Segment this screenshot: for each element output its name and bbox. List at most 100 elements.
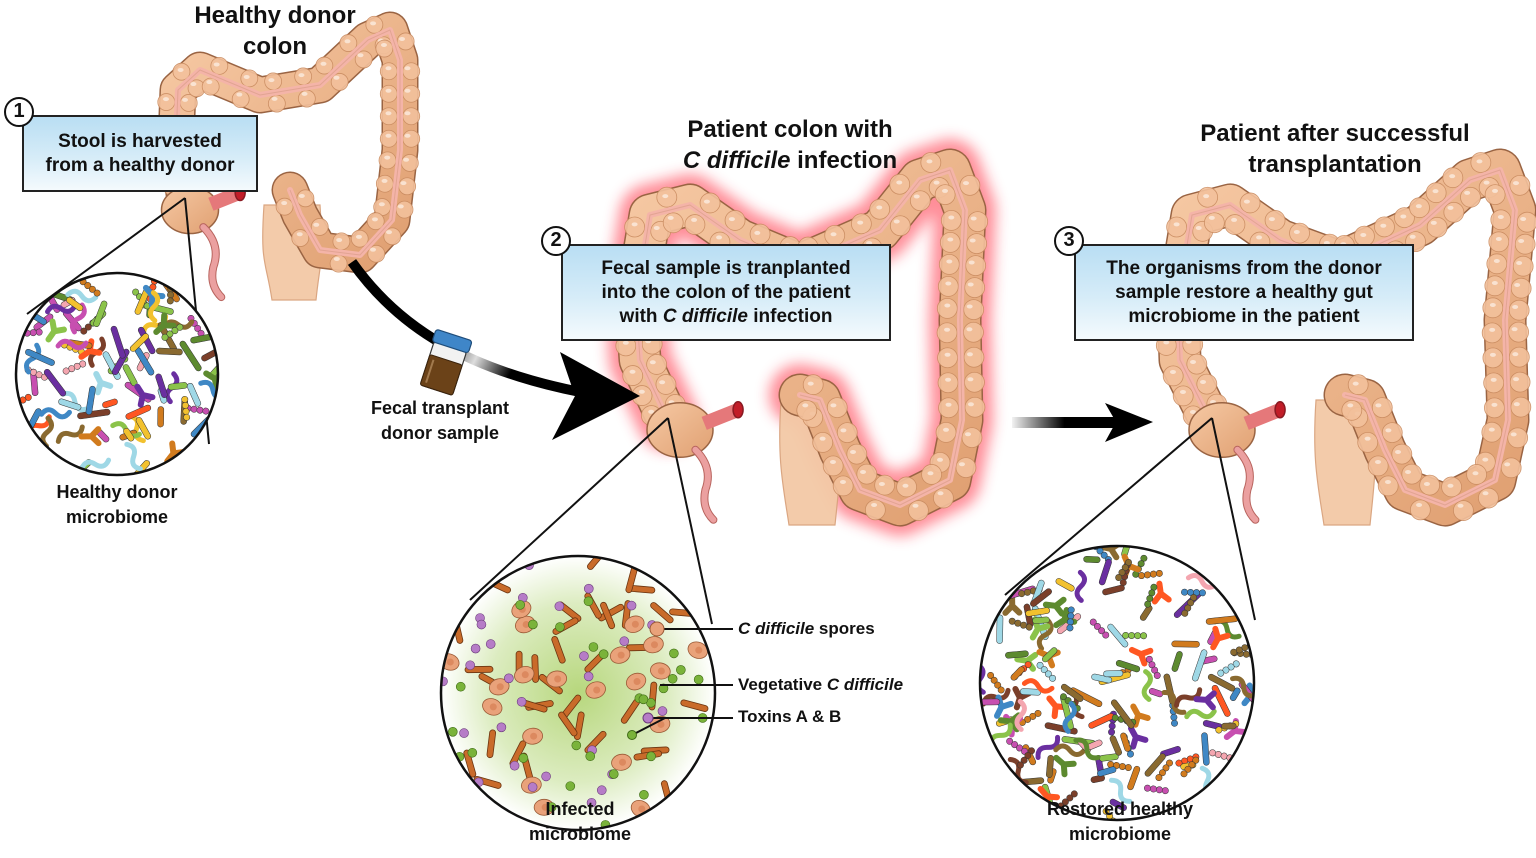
highlight: [1491, 402, 1498, 407]
microbe: [1120, 732, 1131, 752]
haustrum: [1371, 397, 1393, 418]
spore-core: [657, 667, 665, 675]
haustrum: [1172, 385, 1194, 407]
rod-bacterium: [1171, 640, 1200, 648]
highlight: [893, 219, 900, 224]
legend-vegetative: Vegetative C difficile: [738, 675, 903, 695]
rod-bacterium: [1042, 647, 1058, 663]
spiral-bacterium: [1073, 737, 1101, 761]
zoom-line: [667, 417, 713, 625]
spore-core: [530, 732, 538, 740]
haustrum: [940, 210, 962, 231]
highlight: [370, 247, 377, 252]
haustrum: [378, 151, 397, 170]
cocci-chain: [1108, 728, 1116, 736]
highlight: [236, 92, 243, 97]
haustrum: [1264, 210, 1286, 231]
microbe: [110, 325, 126, 359]
highlight: [1256, 235, 1263, 240]
microbe: [69, 302, 87, 335]
rod-bacterium: [1102, 584, 1125, 596]
microbe: [156, 347, 183, 356]
toxin-b: [555, 622, 565, 632]
highlight: [964, 432, 971, 437]
rod-bacterium: [1229, 687, 1241, 702]
microbe: [1128, 725, 1149, 750]
highlight: [896, 180, 903, 185]
highlight: [927, 471, 934, 476]
microbe: [1145, 655, 1161, 679]
cocci-chain: [29, 329, 37, 337]
donor-sample-label: Fecal transplant donor sample: [340, 396, 540, 446]
microbe: [1098, 558, 1112, 586]
rod-bacterium: [1019, 688, 1042, 696]
spore-core: [521, 671, 529, 679]
microbe: [66, 296, 84, 312]
microbe: [1005, 650, 1029, 659]
toxin-a: [586, 797, 597, 808]
y-bacterium: [78, 426, 102, 447]
highlight: [945, 377, 952, 382]
spiral-bacterium: [1184, 708, 1217, 720]
microbe: [1141, 669, 1153, 702]
cocci-chain: [1102, 631, 1110, 639]
haustrum: [1401, 463, 1423, 485]
title-line: Healthy donor: [194, 2, 356, 29]
spiral-bacterium: [1074, 569, 1088, 603]
microbe: [153, 312, 177, 335]
cocci-chain: [1181, 588, 1188, 596]
microbe: [77, 408, 111, 420]
haustrum: [1166, 216, 1188, 238]
rod: [680, 699, 709, 712]
haustrum: [1289, 222, 1310, 244]
rod-bacterium: [1060, 683, 1084, 702]
y-bacterium: [1128, 725, 1149, 750]
highlight: [1323, 240, 1330, 245]
toxin-b: [676, 665, 686, 675]
microbe: [1180, 756, 1200, 778]
haustrum: [379, 129, 398, 148]
highlight: [385, 133, 392, 138]
cocci-chain: [35, 328, 43, 336]
title-line: Patient colon with: [687, 116, 893, 143]
spore-core: [657, 720, 665, 728]
haustrum: [1490, 209, 1512, 231]
haustrum: [402, 129, 421, 148]
highlight: [1163, 340, 1170, 345]
haustrum: [749, 223, 771, 245]
microbe: [1184, 708, 1217, 720]
highlight: [839, 480, 846, 485]
haustrum: [1509, 174, 1531, 196]
rod: [463, 749, 477, 778]
infected-microbiome-label: Infected microbiome: [480, 797, 680, 847]
rod-bacterium: [1098, 558, 1112, 586]
highlight: [629, 369, 636, 374]
microbe: [1107, 760, 1132, 772]
spiral-bacterium: [1021, 678, 1055, 694]
highlight: [659, 380, 666, 385]
microbe: [134, 383, 156, 408]
highlight: [1400, 214, 1407, 219]
title-text: infection: [790, 147, 898, 174]
haustrum: [908, 500, 929, 521]
microbe: [1151, 580, 1172, 605]
microbe: [987, 671, 1005, 694]
toxin-a: [516, 696, 527, 707]
spiral-bacterium: [79, 457, 112, 471]
cocci-chain: [1215, 726, 1223, 734]
toxin-b: [638, 694, 649, 705]
highlight: [1510, 432, 1517, 437]
cocci-chain: [1049, 674, 1057, 682]
haustrum: [1357, 432, 1379, 453]
microbe: [1217, 660, 1240, 677]
haustrum: [1186, 353, 1208, 375]
haustrum: [938, 397, 959, 419]
haustrum: [624, 216, 646, 238]
microbe: [1074, 569, 1088, 603]
cocci-chain: [1171, 719, 1178, 727]
toxin-a: [596, 785, 607, 796]
microbe: [1017, 747, 1035, 769]
highlight: [1423, 482, 1430, 487]
y-bacterium: [45, 318, 67, 343]
rod-bacterium: [996, 614, 1004, 644]
